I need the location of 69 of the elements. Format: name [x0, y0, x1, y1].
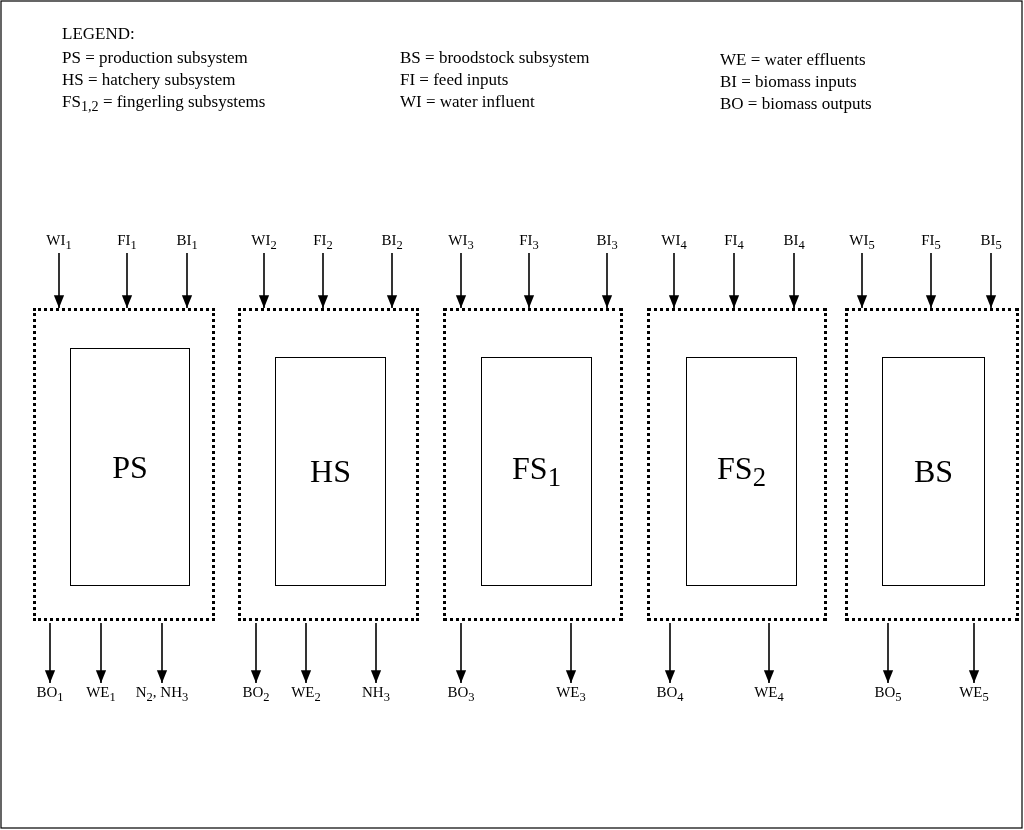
legend-entry: BO = biomass outputs	[720, 94, 872, 114]
arrow	[53, 252, 65, 309]
legend-entry: FS$_{1,2}$ = fingerling subsystems	[62, 92, 266, 117]
subsystem-boundary	[33, 308, 215, 621]
arrow	[925, 252, 937, 309]
subsystem-boundary	[845, 308, 1019, 621]
flow-label: WE$_{5}$	[939, 683, 1009, 703]
arrow	[181, 252, 193, 309]
arrow	[668, 252, 680, 309]
arrow	[788, 252, 800, 309]
flow-label: NH$_{3}$	[341, 683, 411, 703]
arrow	[44, 622, 56, 684]
flow-label: BO$_{3}$	[426, 683, 496, 703]
flow-label: WE$_{3}$	[536, 683, 606, 703]
legend-entry: HS = hatchery subsystem	[62, 70, 236, 90]
legend-title: LEGEND:	[62, 24, 135, 44]
legend-entry: FI = feed inputs	[400, 70, 509, 90]
arrow	[856, 252, 868, 309]
arrow	[882, 622, 894, 684]
arrow	[664, 622, 676, 684]
arrow	[565, 622, 577, 684]
arrow	[258, 252, 270, 309]
flow-label: BI$_{4}$	[769, 231, 819, 251]
arrow	[728, 252, 740, 309]
arrow	[300, 622, 312, 684]
flow-label: FI$_{4}$	[709, 231, 759, 251]
arrow	[455, 622, 467, 684]
arrow	[250, 622, 262, 684]
arrow	[968, 622, 980, 684]
flow-label: FI$_{1}$	[102, 231, 152, 251]
arrow	[601, 252, 613, 309]
arrow	[370, 622, 382, 684]
subsystem-boundary	[647, 308, 827, 621]
flow-label: BI$_{5}$	[966, 231, 1016, 251]
arrow	[156, 622, 168, 684]
flow-label: WI$_{1}$	[34, 231, 84, 251]
flow-label: BO$_{5}$	[853, 683, 923, 703]
arrow	[386, 252, 398, 309]
flow-label: BI$_{1}$	[162, 231, 212, 251]
flow-label: BI$_{2}$	[367, 231, 417, 251]
legend-entry: BI = biomass inputs	[720, 72, 857, 92]
legend-entry: PS = production subsystem	[62, 48, 248, 68]
legend-entry: WE = water effluents	[720, 50, 866, 70]
legend-entry: BS = broodstock subsystem	[400, 48, 590, 68]
flow-label: WI$_{5}$	[837, 231, 887, 251]
arrow	[95, 622, 107, 684]
subsystem-box: FS$_{2}$	[686, 357, 797, 586]
subsystem-box: FS$_{1}$	[481, 357, 592, 586]
subsystem-box: PS	[70, 348, 190, 586]
flow-label: FI$_{3}$	[504, 231, 554, 251]
flow-label: BI$_{3}$	[582, 231, 632, 251]
arrow	[455, 252, 467, 309]
arrow	[523, 252, 535, 309]
subsystem-box: HS	[275, 357, 386, 586]
arrow	[121, 252, 133, 309]
subsystem-boundary	[238, 308, 419, 621]
arrow	[763, 622, 775, 684]
flow-label: BO$_{4}$	[635, 683, 705, 703]
flow-label: WI$_{3}$	[436, 231, 486, 251]
legend-entry: WI = water influent	[400, 92, 535, 112]
flow-label: FI$_{5}$	[906, 231, 956, 251]
flow-label: WE$_{4}$	[734, 683, 804, 703]
flow-label: WI$_{2}$	[239, 231, 289, 251]
arrow	[985, 252, 997, 309]
flow-label: WI$_{4}$	[649, 231, 699, 251]
subsystem-boundary	[443, 308, 623, 621]
subsystem-box: BS	[882, 357, 985, 586]
arrow	[317, 252, 329, 309]
flow-label: FI$_{2}$	[298, 231, 348, 251]
